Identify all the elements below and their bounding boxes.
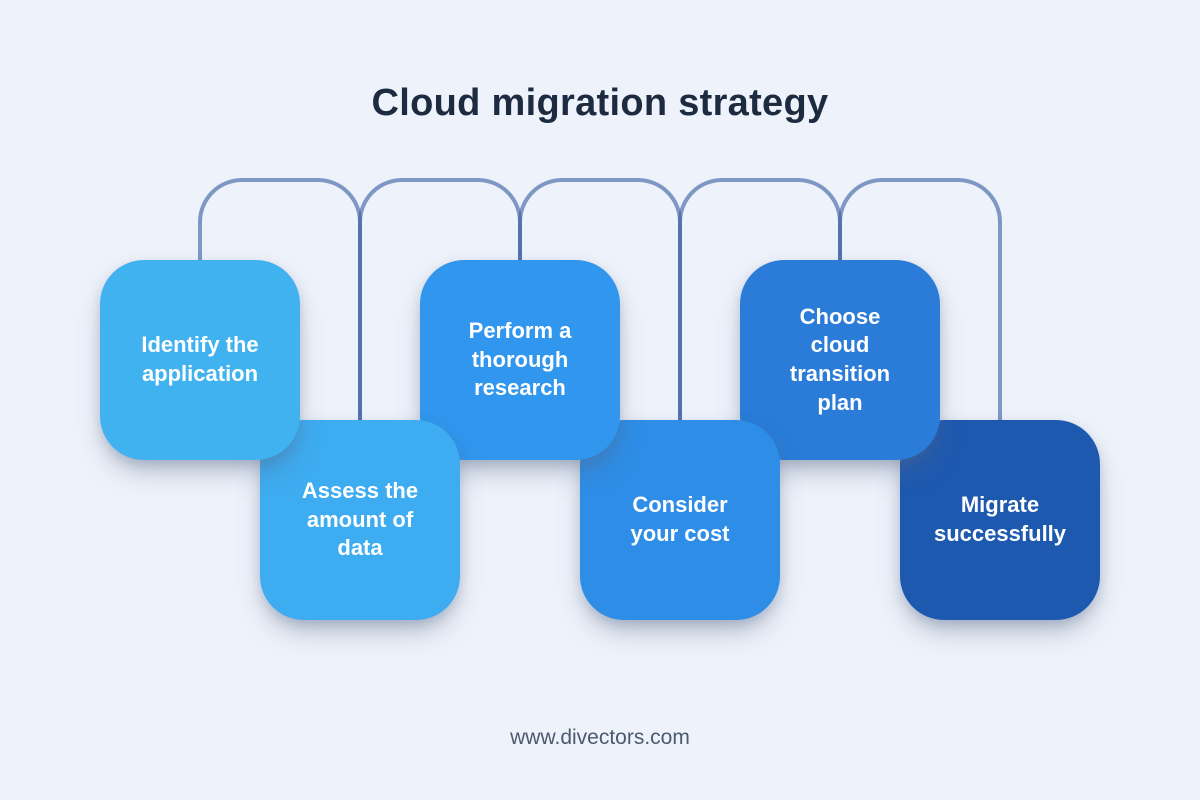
step-label: Perform a thorough research bbox=[468, 318, 572, 401]
step-label: Migrate successfully bbox=[933, 492, 1067, 546]
step-label: Consider your cost bbox=[630, 492, 730, 546]
step-box-identify-application: Identify the application bbox=[100, 260, 300, 460]
step-box-choose-cloud-transition-plan: Choose cloud transition plan bbox=[740, 260, 940, 460]
step-box-consider-your-cost: Consider your cost bbox=[580, 420, 780, 620]
diagram-title: Cloud migration strategy bbox=[371, 82, 829, 124]
step-box-migrate-successfully: Migrate successfully bbox=[900, 420, 1100, 620]
connector-arc bbox=[198, 178, 362, 428]
website-footer: www.divectors.com bbox=[510, 726, 690, 749]
step-label: Identify the application bbox=[141, 332, 259, 386]
step-label: Assess the amount of data bbox=[301, 478, 419, 561]
step-box-perform-thorough-research: Perform a thorough research bbox=[420, 260, 620, 460]
connector-arc bbox=[678, 178, 842, 428]
connector-arc bbox=[838, 178, 1002, 428]
step-label: Choose cloud transition plan bbox=[789, 303, 891, 415]
step-box-assess-amount-of-data: Assess the amount of data bbox=[260, 420, 460, 620]
connector-arc bbox=[358, 178, 522, 428]
connector-arc bbox=[518, 178, 682, 428]
